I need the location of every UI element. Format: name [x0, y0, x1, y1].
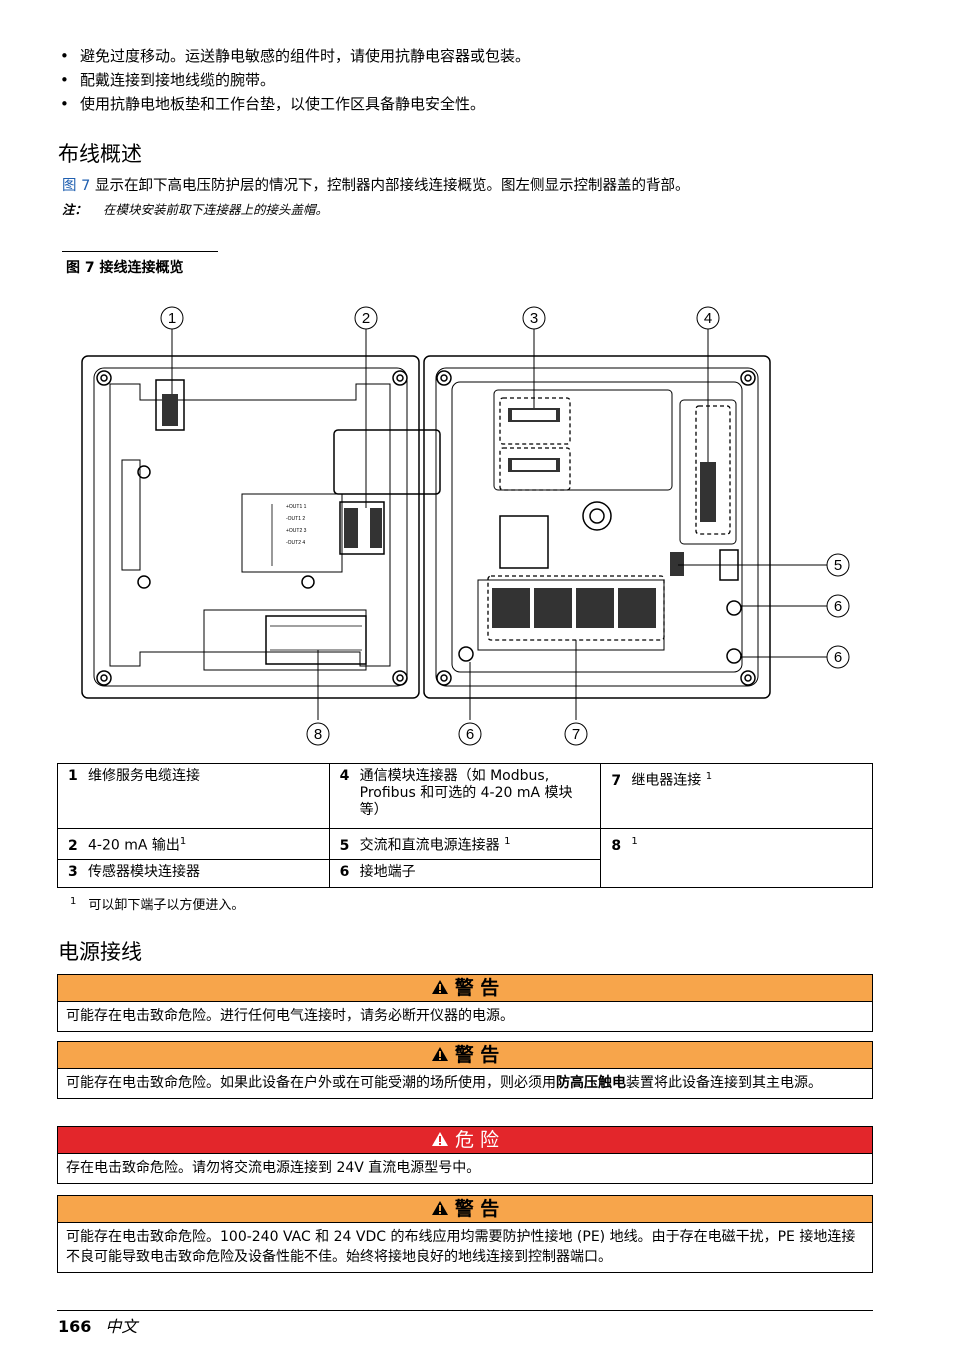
- figure-caption-rule: [62, 251, 218, 252]
- service-port: [155, 379, 185, 431]
- cable-shield: [333, 429, 441, 495]
- danger-box: 危 险 存在电击致命危险。请勿将交流电源连接到 24V 直流电源型号中。: [57, 1126, 873, 1184]
- callout-1: 1: [168, 310, 176, 327]
- sensor-connector-outline-1: [499, 397, 571, 445]
- warning-box: 警 告 可能存在电击致命危险。100-240 VAC 和 24 VDC 的布线应…: [57, 1195, 873, 1273]
- note: 注： 在模块安装前取下连接器上的接头盖帽。: [62, 199, 328, 218]
- ground-terminal-icon: [726, 600, 742, 616]
- footnote: 1 可以卸下端子以方便进入。: [70, 894, 244, 913]
- callout-8: 8: [314, 726, 322, 743]
- power-connector: [670, 552, 684, 576]
- intro-text: 显示在卸下高电压防护层的情况下，控制器内部接线连接概览。图左侧显示控制器盖的背部…: [90, 178, 690, 194]
- callout-6: 6: [834, 598, 842, 615]
- relay-block-4: [618, 588, 656, 628]
- danger-header: 危 险: [58, 1127, 872, 1154]
- screw-icon: [740, 370, 756, 386]
- footer-rule: [57, 1310, 873, 1311]
- note-text: 在模块安装前取下连接器上的接头盖帽。: [103, 202, 329, 217]
- relay-block-2: [534, 588, 572, 628]
- right-enclosure-inner: [435, 367, 759, 687]
- left-cover-frame: [109, 383, 391, 667]
- figure-link[interactable]: 图 7: [62, 178, 91, 194]
- bullet-item: 配戴连接到接地线缆的腕带。: [58, 68, 878, 92]
- wiring-diagram: +OUT1 1 -OUT1 2 +OUT2 3 -OUT2 4 1 2 3 4 …: [81, 306, 850, 746]
- warning-text: 可能存在电击致命危险。进行任何电气连接时，请务必断开仪器的电源。: [66, 1008, 514, 1024]
- comm-module-connector: [700, 462, 716, 522]
- relay-block-1: [492, 588, 530, 628]
- callout-7: 7: [572, 726, 580, 743]
- danger-text: 存在电击致命危险。请勿将交流电源连接到 24V 直流电源型号中。: [66, 1160, 481, 1176]
- right-enclosure-outer: [423, 355, 771, 699]
- warning-header: 警 告: [58, 975, 872, 1002]
- ground-terminal-icon: [726, 648, 742, 664]
- screw-icon: [436, 670, 452, 686]
- center-screw-icon: [582, 501, 612, 531]
- left-cover-inner: [93, 367, 408, 687]
- figure-caption: 图 7 接线连接概览: [66, 260, 184, 276]
- screw-icon: [392, 670, 408, 686]
- terminal-label-1: +OUT1 1: [286, 504, 307, 510]
- danger-triangle-icon: [431, 1131, 448, 1146]
- warning-text: 可能存在电击致命危险。100-240 VAC 和 24 VDC 的布线应用均需要…: [66, 1229, 856, 1265]
- terminal-strip-8: [265, 615, 367, 665]
- bullet-item: 使用抗静电地板垫和工作台垫，以使工作区具备静电安全性。: [58, 92, 878, 116]
- section-heading-wiring-overview: 布线概述: [58, 142, 142, 166]
- callout-3: 3: [530, 310, 538, 327]
- screw-icon: [392, 370, 408, 386]
- warning-triangle-icon: [431, 1200, 448, 1215]
- footnote-mark: 1: [70, 895, 77, 907]
- callout-6: 6: [466, 726, 474, 743]
- callout-2: 2: [362, 310, 370, 327]
- callout-5: 5: [834, 557, 842, 574]
- terminal-label-2: -OUT1 2: [286, 516, 305, 522]
- warning-header: 警 告: [58, 1196, 872, 1223]
- screw-icon: [740, 670, 756, 686]
- warning-box: 警 告 可能存在电击致命危险。进行任何电气连接时，请务必断开仪器的电源。: [57, 974, 873, 1032]
- warning-header: 警 告: [58, 1042, 872, 1069]
- relay-block-3: [576, 588, 614, 628]
- warning-box: 警 告 可能存在电击致命危险。如果此设备在户外或在可能受潮的场所使用，则必须用防…: [57, 1041, 873, 1099]
- output-label-panel: [241, 493, 343, 573]
- page-footer: 166 中文: [58, 1313, 137, 1337]
- intro-paragraph: 图 7 显示在卸下高电压防护层的情况下，控制器内部接线连接概览。图左侧显示控制器…: [62, 176, 882, 196]
- page-number: 166: [58, 1317, 92, 1336]
- warning-triangle-icon: [431, 1046, 448, 1061]
- bullet-list: 避免过度移动。运送静电敏感的组件时，请使用抗静电容器或包装。 配戴连接到接地线缆…: [58, 44, 878, 116]
- callout-6: 6: [834, 649, 842, 666]
- screw-icon: [96, 370, 112, 386]
- service-pins: [162, 394, 178, 426]
- warning-text: 可能存在电击致命危险。如果此设备在户外或在可能受潮的场所使用，则必须用防高压触电…: [66, 1075, 822, 1091]
- terminal-label-3: +OUT2 3: [286, 528, 307, 534]
- bullet-item: 避免过度移动。运送静电敏感的组件时，请使用抗静电容器或包装。: [58, 44, 878, 68]
- screw-icon: [96, 670, 112, 686]
- note-label: 注：: [62, 202, 88, 217]
- sensor-connector-outline-2: [499, 447, 571, 491]
- terminal-label-4: -OUT2 4: [286, 540, 305, 546]
- ground-terminal-icon: [458, 646, 474, 662]
- output-terminal-block: [339, 501, 385, 555]
- left-cover-outer: [81, 355, 420, 699]
- footnote-text: 可以卸下端子以方便进入。: [88, 898, 245, 913]
- comm-module-outline: [695, 405, 731, 535]
- footer-language: 中文: [105, 1317, 138, 1336]
- section-heading-power-wiring: 电源接线: [58, 940, 142, 964]
- callout-4: 4: [704, 310, 712, 327]
- warning-triangle-icon: [431, 979, 448, 994]
- screw-icon: [436, 370, 452, 386]
- output-terminals: [344, 508, 358, 548]
